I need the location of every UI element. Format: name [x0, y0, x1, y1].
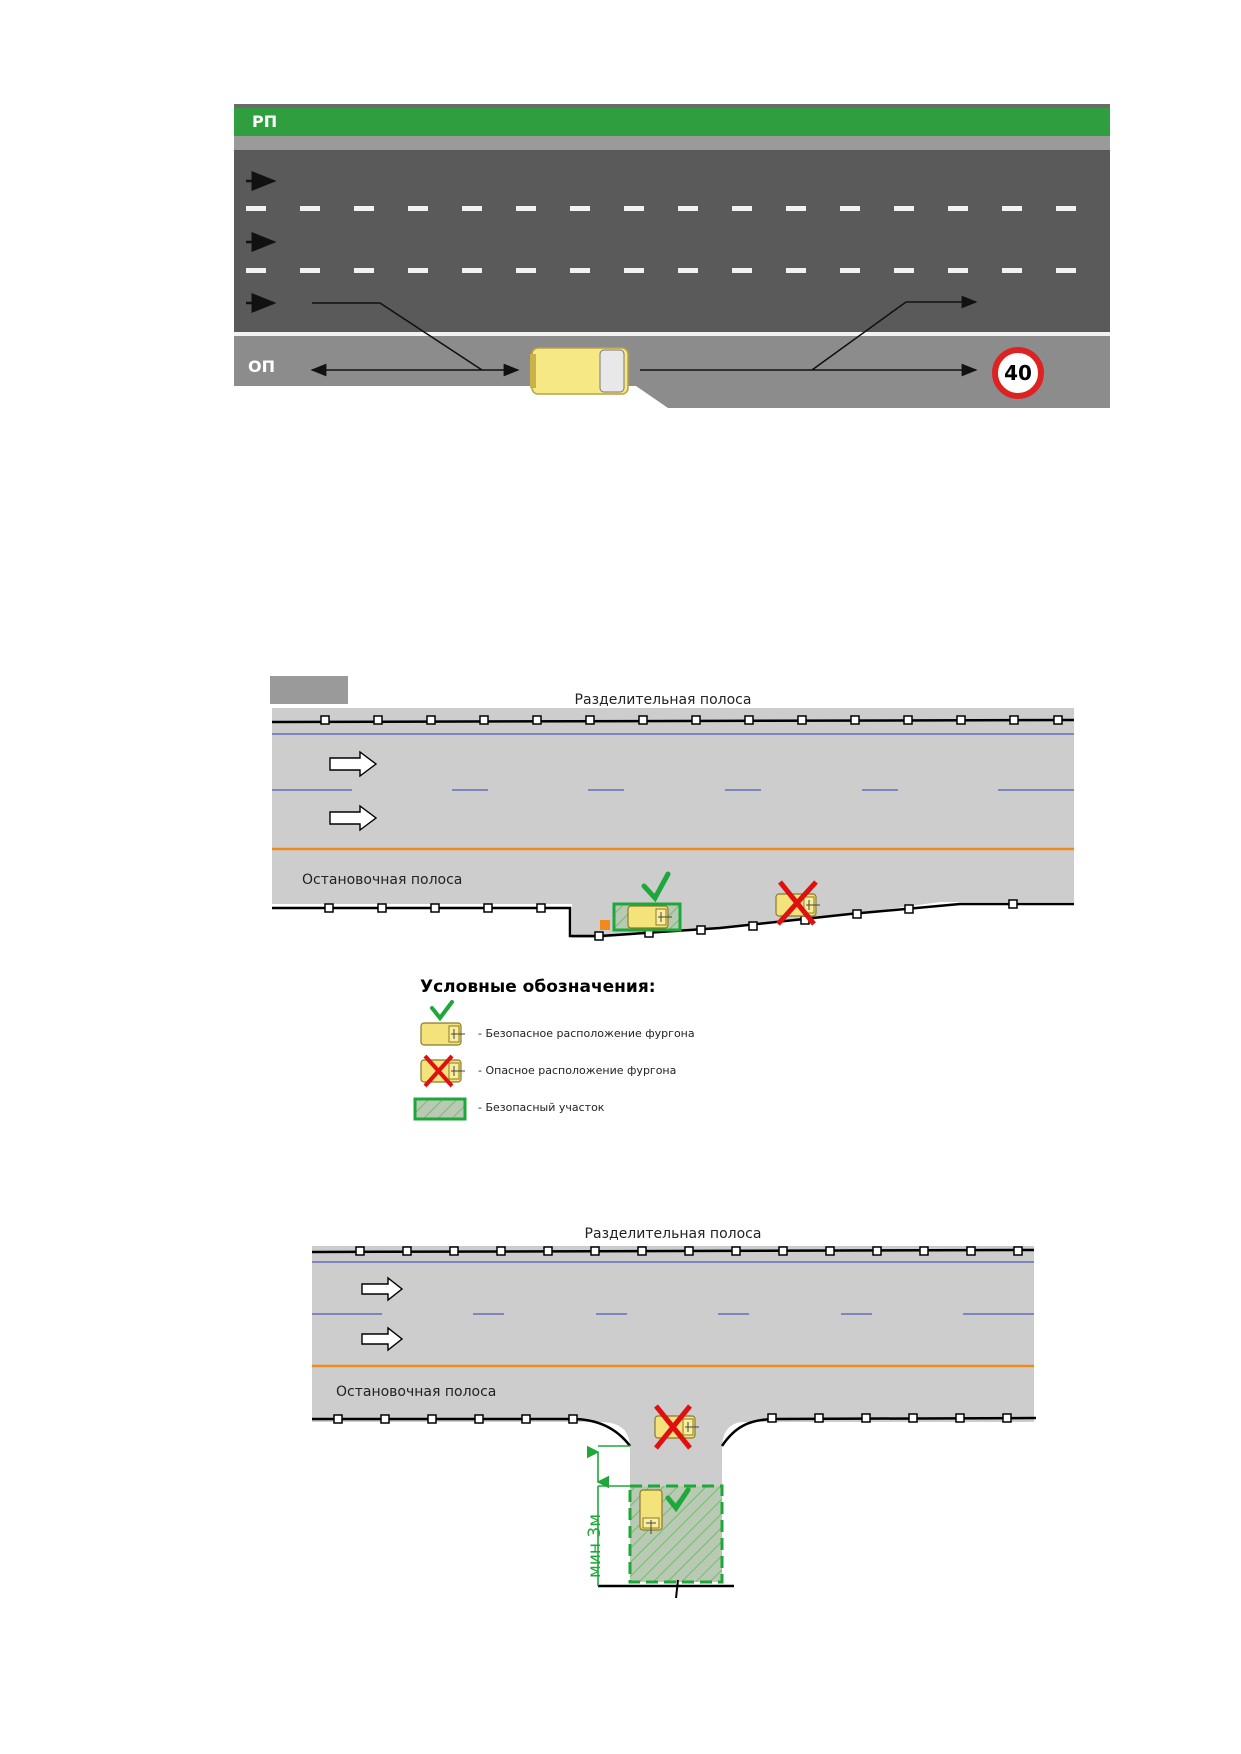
- legend-item-safe-zone: - Безопасный участок: [478, 1101, 605, 1114]
- direction-arrows: [246, 171, 277, 313]
- maneuver-lines: [310, 295, 978, 377]
- marker-block: [600, 920, 610, 930]
- hollow-arrows: [329, 750, 378, 832]
- safe-van-icon: [612, 871, 682, 932]
- legend-item-danger-van: - Опасное расположение фургона: [478, 1064, 676, 1077]
- legend-item-safe-van: - Безопасное расположение фургона: [478, 1027, 695, 1040]
- edge-line: [234, 332, 1110, 336]
- shoulder-label: ОП: [248, 357, 275, 376]
- divider-label: Разделительная полоса: [585, 1226, 762, 1242]
- svg-text:40: 40: [1004, 361, 1032, 385]
- legend-van-check-icon: [420, 1000, 466, 1046]
- dimension-min-3m: [586, 1445, 630, 1586]
- divider-label: РП: [252, 112, 277, 131]
- guardrail-posts: [320, 715, 1063, 725]
- divider-label: Разделительная полоса: [575, 692, 752, 708]
- legend-title: Условные обозначения:: [420, 977, 656, 997]
- carriageway: [234, 150, 1110, 332]
- shoulder-label: Остановочная полоса: [302, 872, 462, 888]
- lane-dashes: [246, 206, 1076, 273]
- diagram-side-road: Разделительная полоса Остановочная полос…: [311, 1226, 1037, 1599]
- danger-van-icon: [654, 1404, 700, 1450]
- speed-limit-sign: 40: [992, 347, 1044, 399]
- diagram-shoulder-pocket: Разделительная полоса Остановочная полос…: [270, 676, 1075, 941]
- safe-van-icon: [639, 1487, 691, 1535]
- road-surface: [272, 708, 1074, 938]
- guardrail-posts-bottom: [333, 1413, 1012, 1424]
- shoulder: [234, 336, 1110, 408]
- guardrail-top: [271, 718, 1075, 724]
- guardrail-top: [311, 1248, 1035, 1254]
- shoulder-label: Остановочная полоса: [336, 1384, 496, 1400]
- van-top-icon: [530, 347, 629, 395]
- dimension-label: мин 3м: [585, 1514, 605, 1578]
- legend: Условные обозначения: - Безопасное распо…: [413, 977, 695, 1121]
- danger-van-icon: [775, 880, 821, 926]
- divider-strip: [234, 106, 1110, 136]
- diagram-highway-top: РП ОП 40: [234, 104, 1110, 408]
- road-surface: [312, 1246, 1034, 1582]
- hollow-arrows: [361, 1276, 404, 1352]
- guardrail-bottom: [272, 902, 1074, 938]
- guardrail-posts: [355, 1246, 1023, 1256]
- legend-safe-zone-icon: [413, 1097, 467, 1121]
- guardrail-bottom-left: [312, 1417, 631, 1447]
- legend-van-cross-icon: [420, 1054, 466, 1088]
- guardrail-posts-bottom: [324, 899, 1018, 941]
